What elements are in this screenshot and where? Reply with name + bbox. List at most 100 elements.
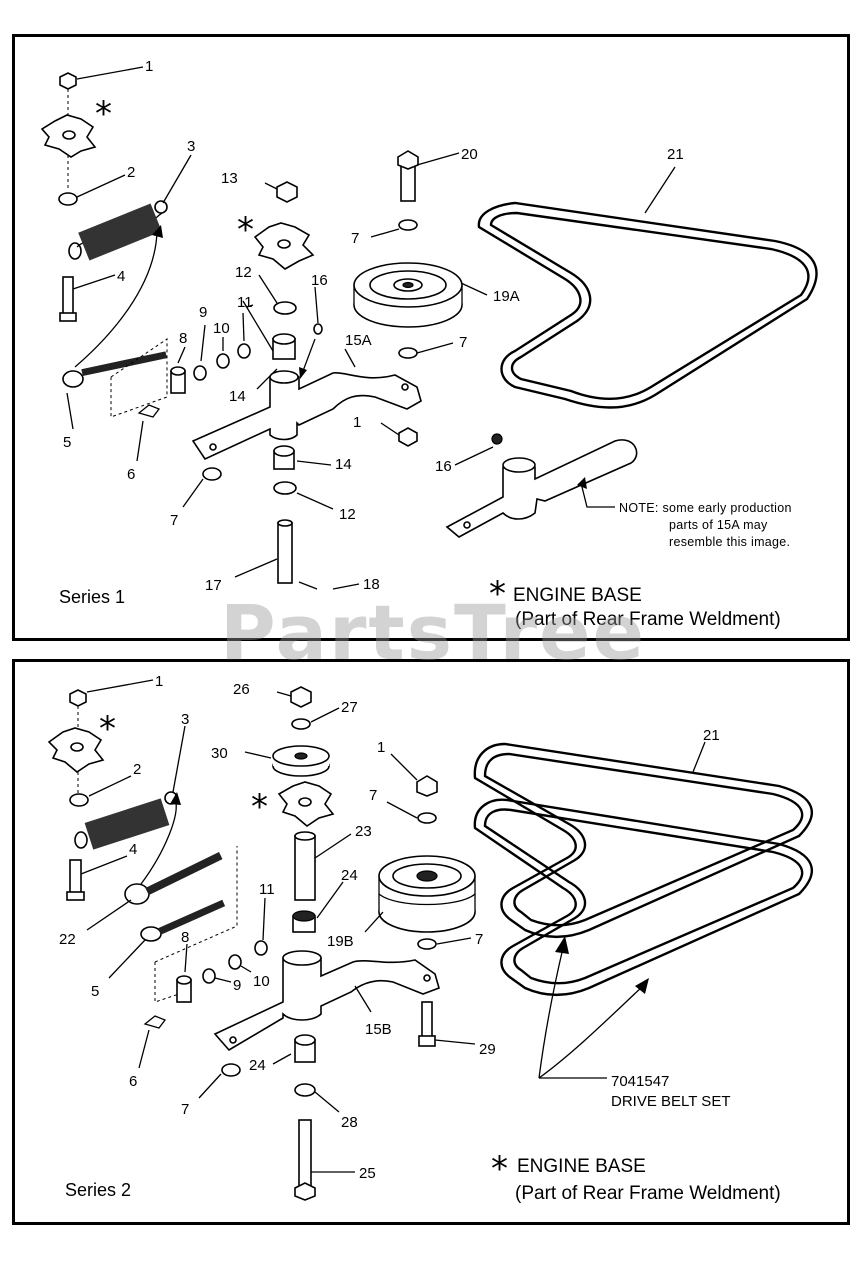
leader-lines — [66, 66, 676, 590]
callout-16-alt: 16 — [435, 458, 452, 475]
pin-18 — [298, 581, 318, 590]
idler-arm-15b — [213, 951, 440, 1052]
callout-27: 27 — [341, 699, 358, 716]
callout-15b: 15B — [365, 1021, 392, 1038]
callout-23: 23 — [355, 823, 372, 840]
note-line-3: resemble this image. — [669, 535, 790, 549]
callout-7: 7 — [181, 1101, 189, 1118]
engine-base-legend: ENGINE BASE — [513, 585, 642, 606]
washer-2 — [58, 192, 78, 206]
callout-1: 1 — [145, 58, 153, 75]
nut-13 — [276, 181, 298, 203]
callout-1-pulley: 1 — [377, 739, 385, 756]
lock-washer-27 — [291, 718, 311, 730]
drive-belt-21 — [477, 201, 818, 409]
washer-28 — [294, 1083, 316, 1097]
belt-set-label: DRIVE BELT SET — [611, 1093, 730, 1110]
callout-4: 4 — [129, 841, 137, 858]
eye-bolt-22 — [124, 851, 223, 905]
engine-base-legend-sub: (Part of Rear Frame Weldment) — [515, 1183, 781, 1204]
hook-bolt-5 — [140, 899, 226, 942]
washer-7-bottom — [417, 938, 437, 950]
callout-7: 7 — [170, 512, 178, 529]
callout-14-bottom: 14 — [335, 456, 352, 473]
callout-5: 5 — [91, 983, 99, 1000]
engine-base-asterisk-center: * — [251, 787, 268, 827]
callout-19b: 19B — [327, 933, 354, 950]
nut-9 — [193, 365, 207, 381]
engine-base-legend-asterisk: * — [489, 574, 506, 614]
callout-11: 11 — [259, 881, 275, 898]
nut-10 — [216, 353, 230, 369]
nut-1 — [69, 689, 87, 707]
callout-16: 16 — [311, 272, 328, 289]
washer-7-left — [221, 1063, 241, 1077]
engine-base-legend-sub: (Part of Rear Frame Weldment) — [515, 609, 781, 630]
clip-6 — [137, 404, 161, 418]
engine-base-legend-asterisk: * — [491, 1149, 508, 1189]
nut-1-pulley — [416, 775, 438, 797]
grease-fitting-16 — [313, 323, 323, 335]
idler-pulley-19b — [378, 855, 476, 933]
callout-7-bottom: 7 — [475, 931, 483, 948]
nut-1-bottom — [398, 427, 418, 447]
nut-1 — [59, 72, 77, 90]
series-2-title: Series 2 — [65, 1180, 131, 1200]
callout-6: 6 — [127, 466, 135, 483]
washer-12-bottom — [273, 481, 297, 495]
note-line-2: parts of 15A may — [669, 518, 768, 532]
callout-12-bottom: 12 — [339, 506, 356, 523]
bolt-25-shank — [298, 1119, 312, 1187]
belt-set-arrows — [538, 936, 649, 1079]
callout-6: 6 — [129, 1073, 137, 1090]
callout-7-bottom: 7 — [459, 334, 467, 351]
spring-3 — [68, 200, 168, 261]
callout-2: 2 — [127, 164, 135, 181]
washer-7-left — [202, 467, 222, 481]
series-2-diagram: 1 * 2 3 4 22 5 8 9 10 11 6 7 26 27 30 * … — [47, 673, 814, 1204]
series-1-title: Series 1 — [59, 587, 125, 607]
engine-base-asterisk: * — [99, 709, 116, 749]
clip-6 — [143, 1015, 167, 1029]
idler-arm-15a — [191, 371, 422, 461]
spring-3 — [74, 791, 178, 850]
callout-26: 26 — [233, 681, 250, 698]
washer-2 — [69, 793, 89, 807]
washer-7-bottom — [398, 347, 418, 359]
bolt-29-shank — [421, 1001, 433, 1039]
callout-15a: 15A — [345, 332, 372, 349]
spacer-23 — [294, 835, 316, 901]
callout-13: 13 — [221, 170, 238, 187]
callout-29: 29 — [479, 1041, 496, 1058]
washer-7-top — [398, 219, 418, 231]
callout-3: 3 — [187, 138, 195, 155]
callout-8: 8 — [179, 330, 187, 347]
callout-18: 18 — [363, 576, 380, 593]
callout-24: 24 — [341, 867, 358, 884]
callout-10: 10 — [213, 320, 230, 337]
callout-9: 9 — [233, 977, 241, 994]
callout-17: 17 — [205, 577, 222, 594]
leader-lines — [80, 679, 706, 1173]
note-line-1: NOTE: some early production — [619, 501, 792, 515]
series-1-panel: 1 * 2 3 4 5 6 7 8 9 10 11 12 13 * 14 15A… — [12, 34, 850, 641]
callout-10: 10 — [253, 973, 270, 990]
callout-20: 20 — [461, 146, 478, 163]
plate-hole — [62, 130, 76, 140]
bolt-25-head — [294, 1182, 316, 1201]
callout-7-top: 7 — [351, 230, 359, 247]
bolt-4-head — [66, 891, 85, 901]
drive-belt-21 — [473, 742, 814, 996]
nut-11 — [237, 343, 251, 359]
callout-2: 2 — [133, 761, 141, 778]
callout-3: 3 — [181, 711, 189, 728]
callout-28: 28 — [341, 1114, 358, 1131]
bolt-4-shank — [62, 276, 74, 316]
bolt-4-head — [59, 312, 77, 322]
series-1-diagram: 1 * 2 3 4 5 6 7 8 9 10 11 12 13 * 14 15A… — [40, 58, 818, 630]
callout-1-bottom: 1 — [353, 414, 361, 431]
callout-9: 9 — [199, 304, 207, 321]
engine-base-legend: ENGINE BASE — [517, 1156, 646, 1177]
engine-base-asterisk: * — [95, 94, 112, 134]
washer-12-top — [273, 301, 297, 315]
